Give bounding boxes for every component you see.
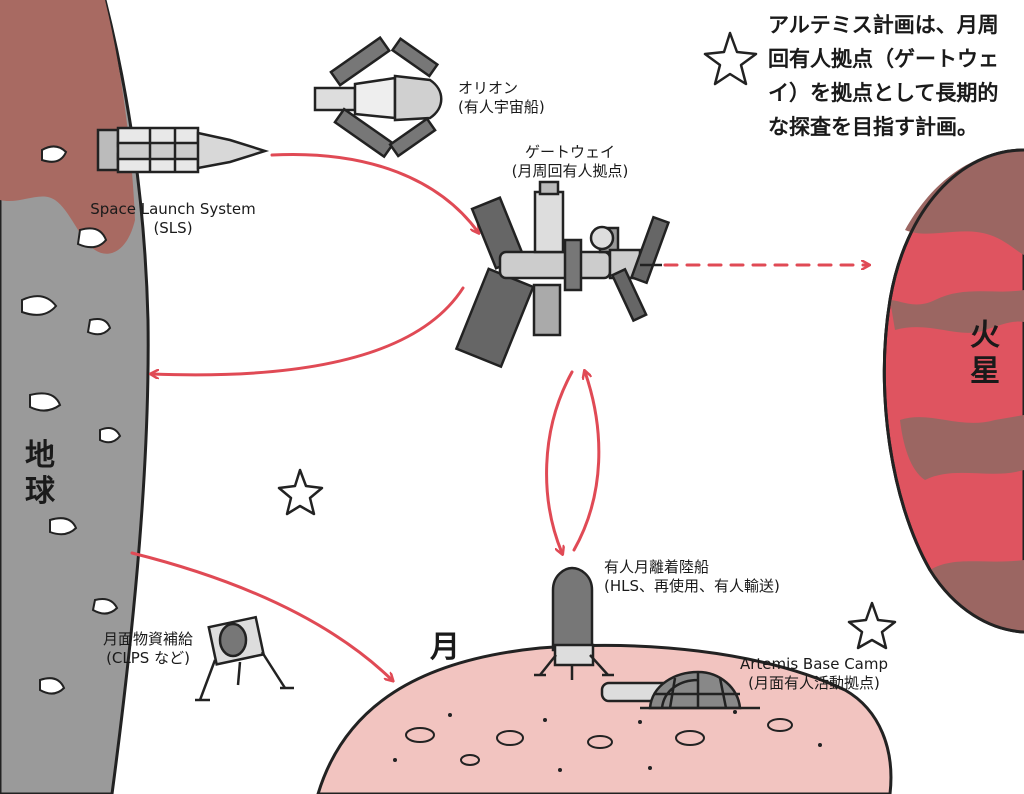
orion-spacecraft-icon	[313, 35, 443, 159]
basecamp-sub: (月面有人活動拠点)	[748, 674, 880, 692]
orion-label: オリオン (有人宇宙船)	[458, 79, 545, 117]
clps-label: 月面物資補給 (CLPS など)	[88, 630, 208, 668]
note-line: な探査を目指す計画。	[768, 115, 978, 139]
mars-char: 星	[970, 354, 1000, 389]
orion-name: オリオン	[458, 79, 519, 97]
gateway-name: ゲートウェイ	[524, 143, 615, 161]
sls-sub: (SLS)	[153, 219, 193, 237]
basecamp-habitat-icon	[600, 670, 760, 710]
sls-name: Space Launch System	[90, 200, 256, 218]
earth-char: 地	[25, 438, 55, 473]
mars-label: 火 星	[965, 318, 1005, 390]
earth-label: 地 球	[20, 438, 60, 510]
basecamp-label: Artemis Base Camp (月面有人活動拠点)	[724, 655, 904, 693]
earth	[0, 0, 150, 794]
gateway-station-icon	[454, 180, 671, 369]
star-icon	[703, 31, 758, 86]
note-line: イ）を拠点として長期的	[768, 81, 999, 105]
star-icon	[847, 601, 897, 650]
moon-craters	[405, 718, 793, 766]
mars	[882, 148, 1024, 634]
hls-lander-icon	[534, 566, 614, 680]
arrow-gateway-to-earth	[152, 286, 465, 375]
gateway-label: ゲートウェイ (月周回有人拠点)	[500, 143, 640, 181]
hls-name: 有人月離着陸船	[604, 558, 710, 576]
arrow-earth-to-moon	[130, 551, 392, 680]
orion-sub: (有人宇宙船)	[458, 98, 545, 116]
note-line: アルテミス計画は、月周	[768, 13, 999, 37]
clps-sub: (CLPS など)	[106, 649, 190, 667]
basecamp-name: Artemis Base Camp	[740, 655, 888, 673]
arrow-gateway-to-moon	[545, 370, 574, 553]
clps-name: 月面物資補給	[102, 630, 193, 648]
moon-dots	[393, 710, 822, 772]
note-line: 回有人拠点（ゲートウェ	[768, 47, 999, 71]
star-icon	[277, 468, 324, 516]
sls-label: Space Launch System (SLS)	[68, 200, 278, 238]
moon	[316, 643, 893, 794]
hls-label: 有人月離着陸船 (HLS、再使用、有人輸送)	[604, 558, 780, 596]
moon-label: 月	[430, 630, 460, 665]
sls-rocket-icon	[96, 126, 270, 174]
arrow-sls-to-gateway	[270, 152, 478, 232]
earth-clouds	[21, 145, 122, 695]
clps-lander-icon	[195, 615, 294, 702]
mars-char: 火	[970, 318, 1000, 353]
arrow-moon-to-gateway	[572, 372, 601, 552]
earth-char: 球	[25, 474, 55, 509]
artemis-note: アルテミス計画は、月周 回有人拠点（ゲートウェ イ）を拠点として長期的 な探査を…	[768, 8, 1018, 144]
gateway-sub: (月周回有人拠点)	[511, 162, 629, 180]
hls-sub: (HLS、再使用、有人輸送)	[604, 577, 780, 595]
